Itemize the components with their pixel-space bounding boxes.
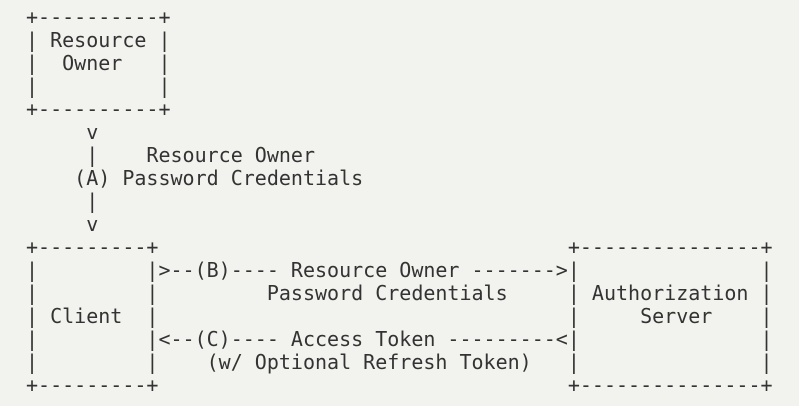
step-a-arrow: v | Resource Owner (A) Password Credenti… xyxy=(74,120,364,236)
resource-owner-box: +----------+ | Resource | | Owner | | | … xyxy=(26,5,171,121)
client-and-auth-server-row: +---------+ +---------------+ | |>--(B)-… xyxy=(26,235,773,397)
oauth-password-credentials-flow-diagram: +----------+ | Resource | | Owner | | | … xyxy=(26,5,773,397)
